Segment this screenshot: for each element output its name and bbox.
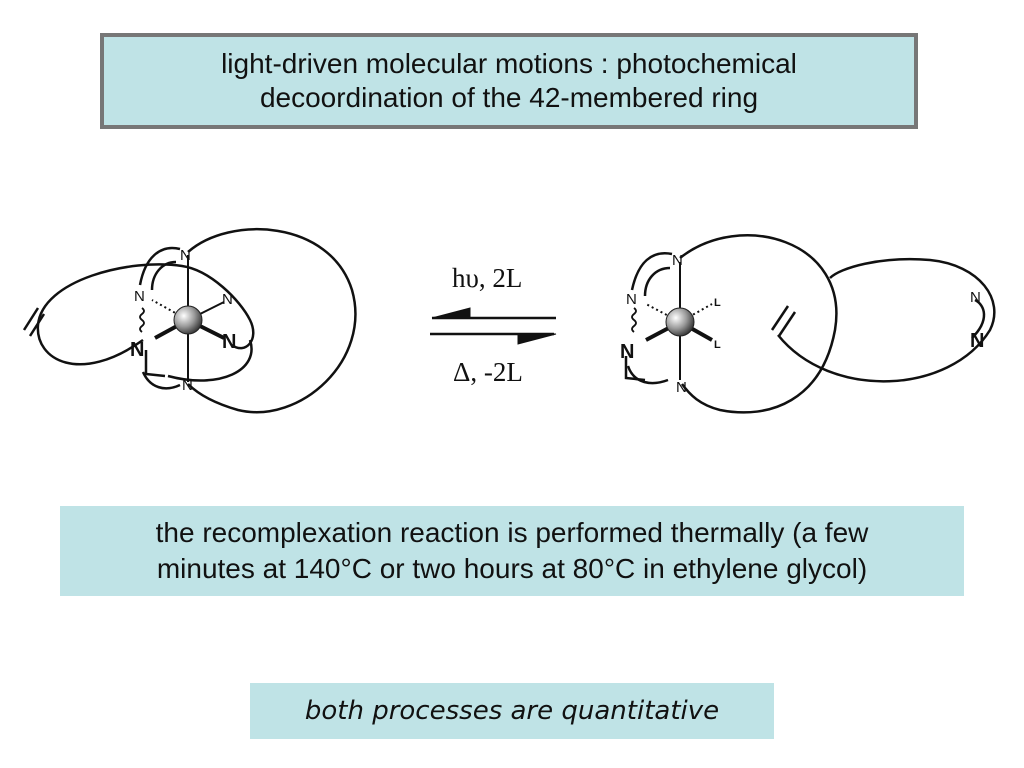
title-line-2: decoordination of the 42-membered ring [259,82,759,113]
left-n-upper-left: N [134,288,145,305]
equilibrium-arrows [430,307,557,345]
title-line-1: light-driven molecular motions : photoch… [221,48,797,79]
conclusion-text: both processes are quantitative [304,696,720,726]
right-n-free: N [970,289,981,306]
reverse-condition-label: Δ, -2L [453,357,523,387]
right-free-ring [777,258,996,383]
right-n-upper-left: N [626,291,637,308]
left-n-upper-right: N [222,291,233,308]
left-large-ring [187,228,357,414]
right-large-ring [679,234,838,414]
left-n-bold-right: N [222,331,236,353]
note-line-2: minutes at 140°C or two hours at 80°C in… [156,553,868,584]
recomplexation-note: the recomplexation reaction is performed… [60,506,964,596]
reaction-scheme: N N N N N N N N N N L L N [22,228,996,414]
right-phenanthroline-top [630,252,673,291]
right-l-lower: L [714,339,721,351]
left-outer-ring [36,263,255,366]
left-phenanthroline-bottom [141,371,181,390]
note-line-1: the recomplexation reaction is performed… [155,517,869,548]
title-box: light-driven molecular motions : photoch… [100,33,918,129]
left-n-bold-left: N [130,339,144,361]
left-wavy-linker [139,307,145,333]
right-n-free-bold: N [970,330,984,352]
left-n-bottom: N [182,377,193,394]
right-l-upper: L [714,297,721,309]
forward-condition-label: hυ, 2L [452,263,523,293]
left-n-top: N [180,247,191,264]
right-wavy-linker [631,307,637,333]
right-copper-center [665,307,695,337]
right-n-bold-left: N [620,341,634,363]
right-n-top: N [672,252,683,269]
left-copper-center [173,305,203,335]
right-phenanthroline-bottom [626,365,669,385]
conclusion-box: both processes are quantitative [250,683,774,739]
right-n-bottom: N [676,379,687,396]
left-phenanthroline-top [138,246,181,286]
